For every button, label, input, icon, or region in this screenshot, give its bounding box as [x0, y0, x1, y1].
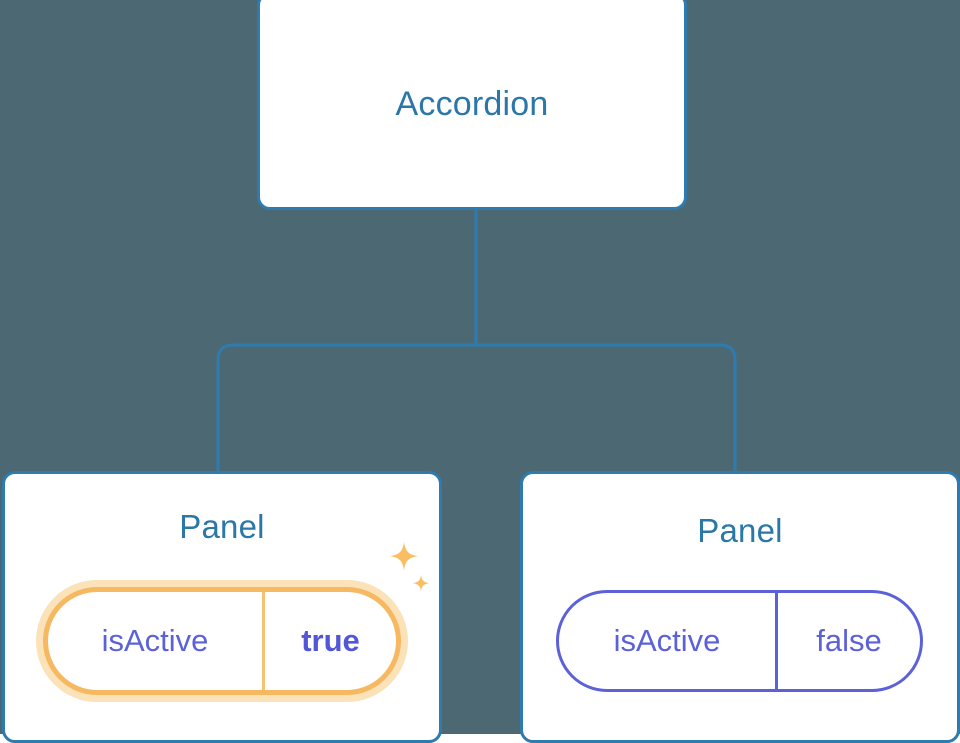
prop-key-label: isActive [101, 623, 209, 658]
prop-value-label: false [775, 593, 920, 689]
node-accordion[interactable]: Accordion [257, 0, 687, 210]
connector-branch-bar [216, 343, 737, 471]
prop-key-label: isActive [613, 623, 721, 658]
prop-pill-isactive-true[interactable]: isActive true [43, 587, 401, 695]
node-panel-right-title: Panel [697, 512, 783, 549]
prop-value-label: true [262, 592, 396, 690]
prop-pill-isactive-false[interactable]: isActive false [556, 590, 923, 692]
node-accordion-title: Accordion [395, 85, 549, 123]
node-panel-left-title: Panel [179, 508, 265, 545]
